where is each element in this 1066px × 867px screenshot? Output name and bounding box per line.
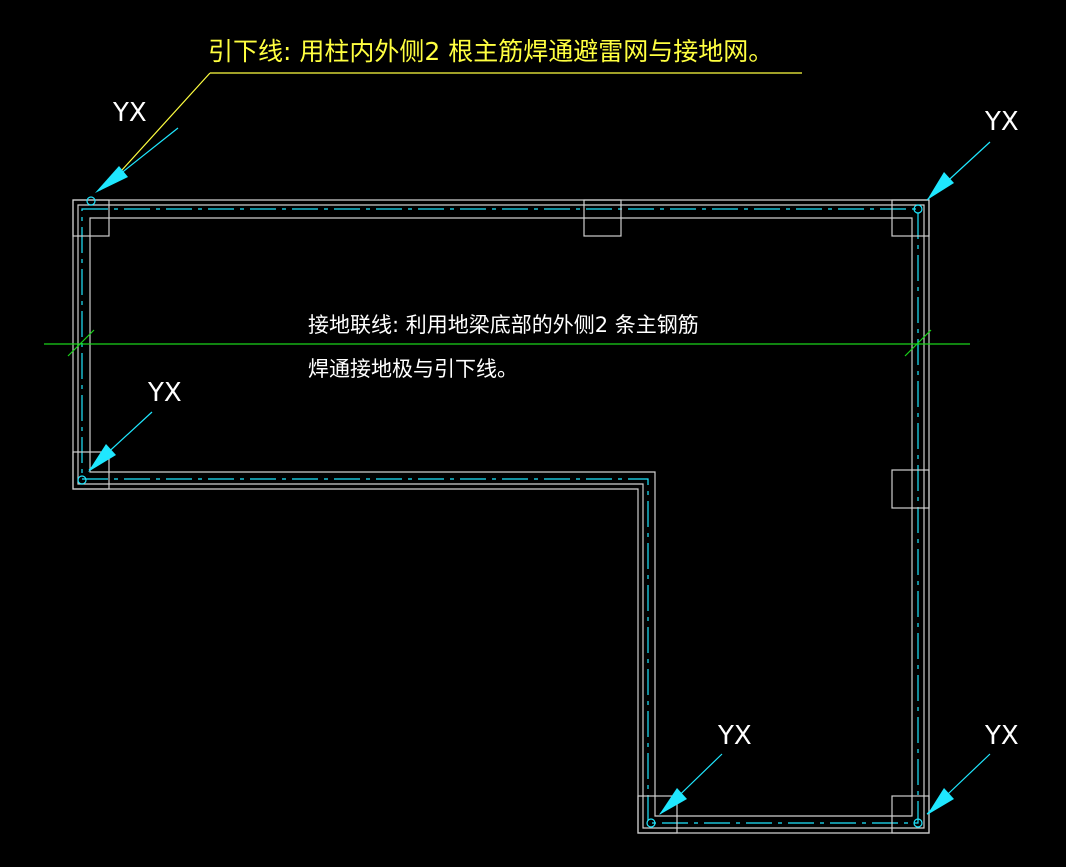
inner-wall-line (89, 217, 913, 817)
marker-top-right: YX (913, 107, 1019, 214)
column-bottom-middle (637, 795, 678, 834)
note-leader (121, 72, 802, 171)
marker-label: YX (112, 98, 147, 128)
building-outline (72, 199, 930, 834)
marker-bottom-middle: YX (646, 721, 752, 828)
columns (72, 199, 930, 834)
column-mid-left (72, 451, 110, 490)
column-right-middle (891, 469, 930, 509)
column-top-middle (583, 199, 622, 237)
marker-point-icon (913, 818, 923, 828)
marker-arrow-icon (927, 172, 954, 200)
marker-mid-left: YX (77, 378, 182, 485)
marker-arrow-icon (927, 788, 954, 815)
ground-link-note-line2: 焊通接地极与引下线。 (308, 357, 518, 381)
marker-label: YX (984, 721, 1019, 751)
ground-link-note-line1: 接地联线: 利用地梁底部的外侧2 条主钢筋 (308, 313, 699, 337)
marker-point-icon (646, 818, 656, 828)
marker-point-icon (913, 204, 923, 214)
ground-link-loop (81, 208, 919, 824)
axis-line (44, 329, 970, 357)
marker-point-icon (77, 475, 87, 485)
marker-arrow-icon (88, 444, 116, 472)
marker-label: YX (147, 378, 182, 408)
marker-label: YX (717, 721, 752, 751)
outer-wall-line-2 (77, 204, 925, 829)
outer-wall-line (72, 199, 930, 834)
marker-bottom-right: YX (913, 721, 1019, 828)
marker-point-icon (86, 196, 96, 206)
marker-label: YX (984, 107, 1019, 137)
marker-top-left: YX (86, 98, 179, 206)
marker-arrow-icon (659, 788, 687, 815)
marker-arrow-icon (95, 166, 128, 193)
down-conductor-note: 引下线: 用柱内外侧2 根主筋焊通避雷网与接地网。 (208, 37, 773, 66)
column-bottom-right (891, 795, 930, 834)
column-top-right (891, 199, 930, 237)
column-top-left (72, 199, 110, 237)
